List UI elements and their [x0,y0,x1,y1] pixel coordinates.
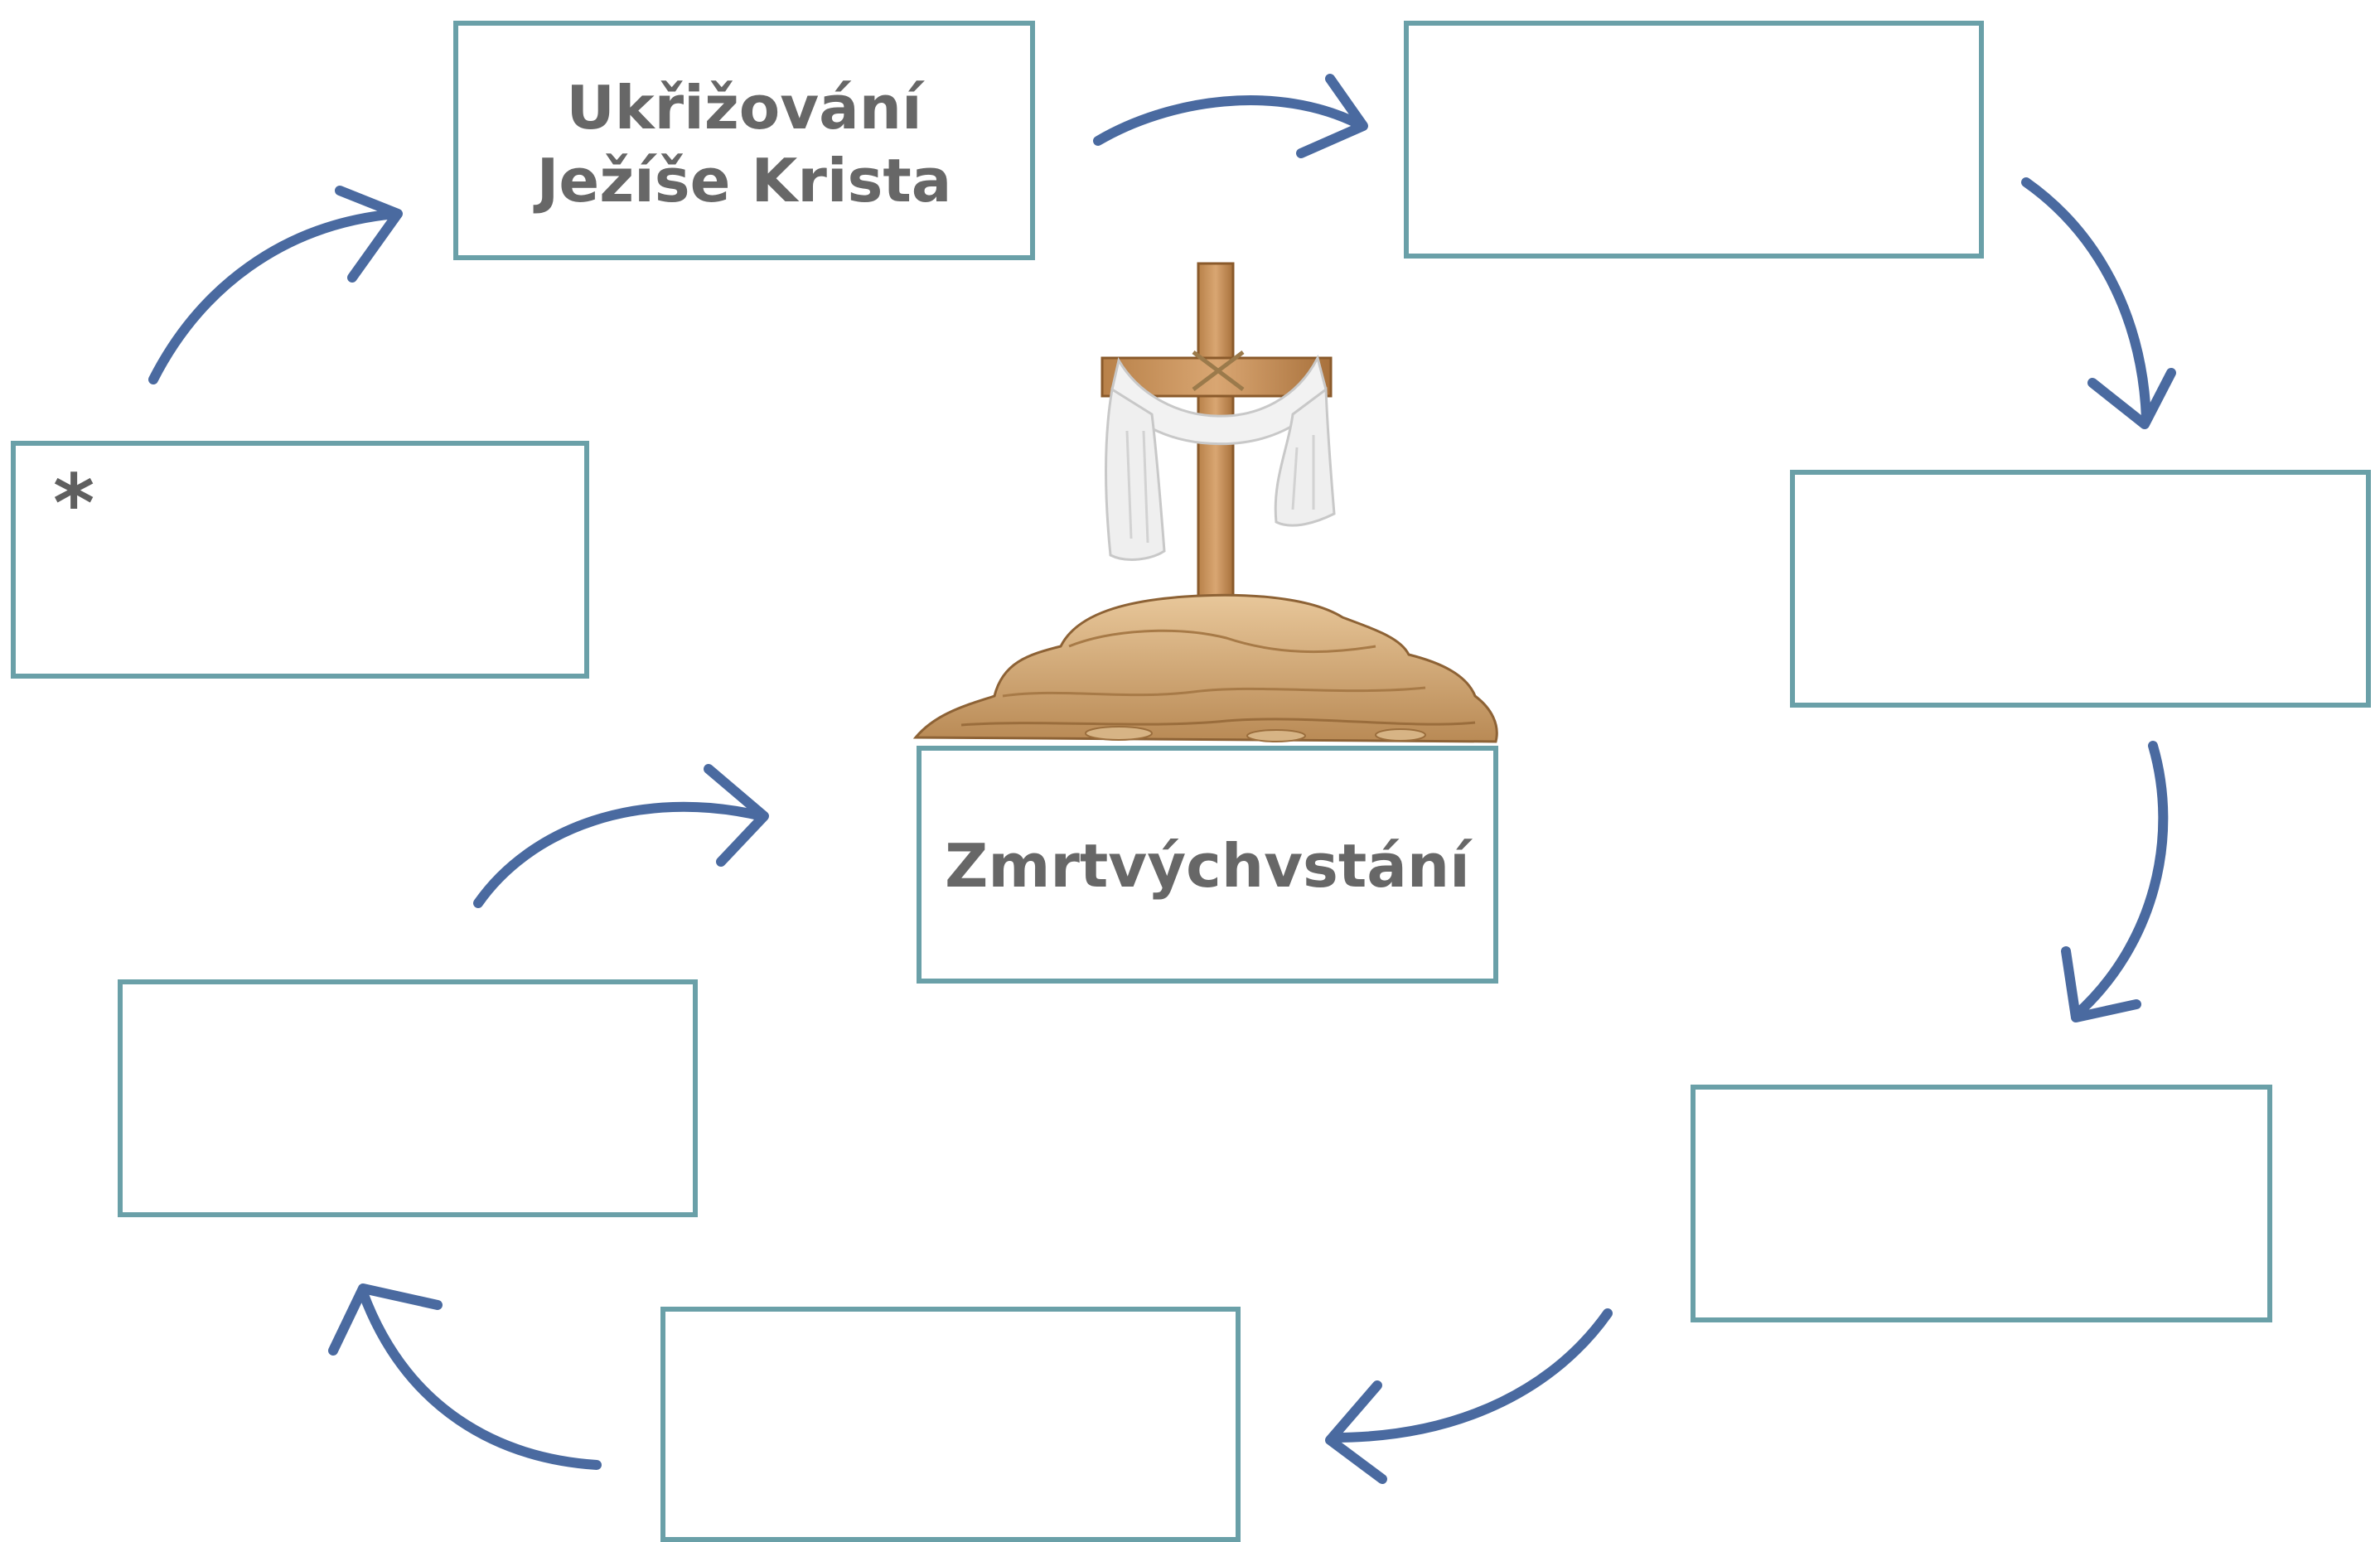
arrow-6-icon [473,764,769,908]
left-box: * [11,441,589,679]
top-box: Ukřižování Ježíše Krista [453,21,1035,260]
asterisk-marker: * [53,457,95,550]
arrow-1-icon [1093,74,1368,158]
arrow-2-icon [2021,177,2176,429]
top-box-line1: Ukřižování [566,73,922,143]
lower-left-box [118,979,698,1217]
center-box-label: Zmrtvýchvstání [945,831,1470,901]
cross-illustration-icon [912,262,1498,743]
top-box-line2: Ježíše Krista [536,146,952,215]
right-middle-box [1790,470,2371,708]
center-box: Zmrtvýchvstání [917,746,1498,984]
arrow-5-icon [328,1283,602,1470]
arrow-4-icon [1325,1308,1613,1484]
right-lower-box [1691,1085,2272,1322]
top-right-box [1404,21,1984,259]
arrow-3-icon [2061,741,2169,1022]
bottom-box [660,1307,1241,1542]
arrow-7-icon [148,186,403,384]
